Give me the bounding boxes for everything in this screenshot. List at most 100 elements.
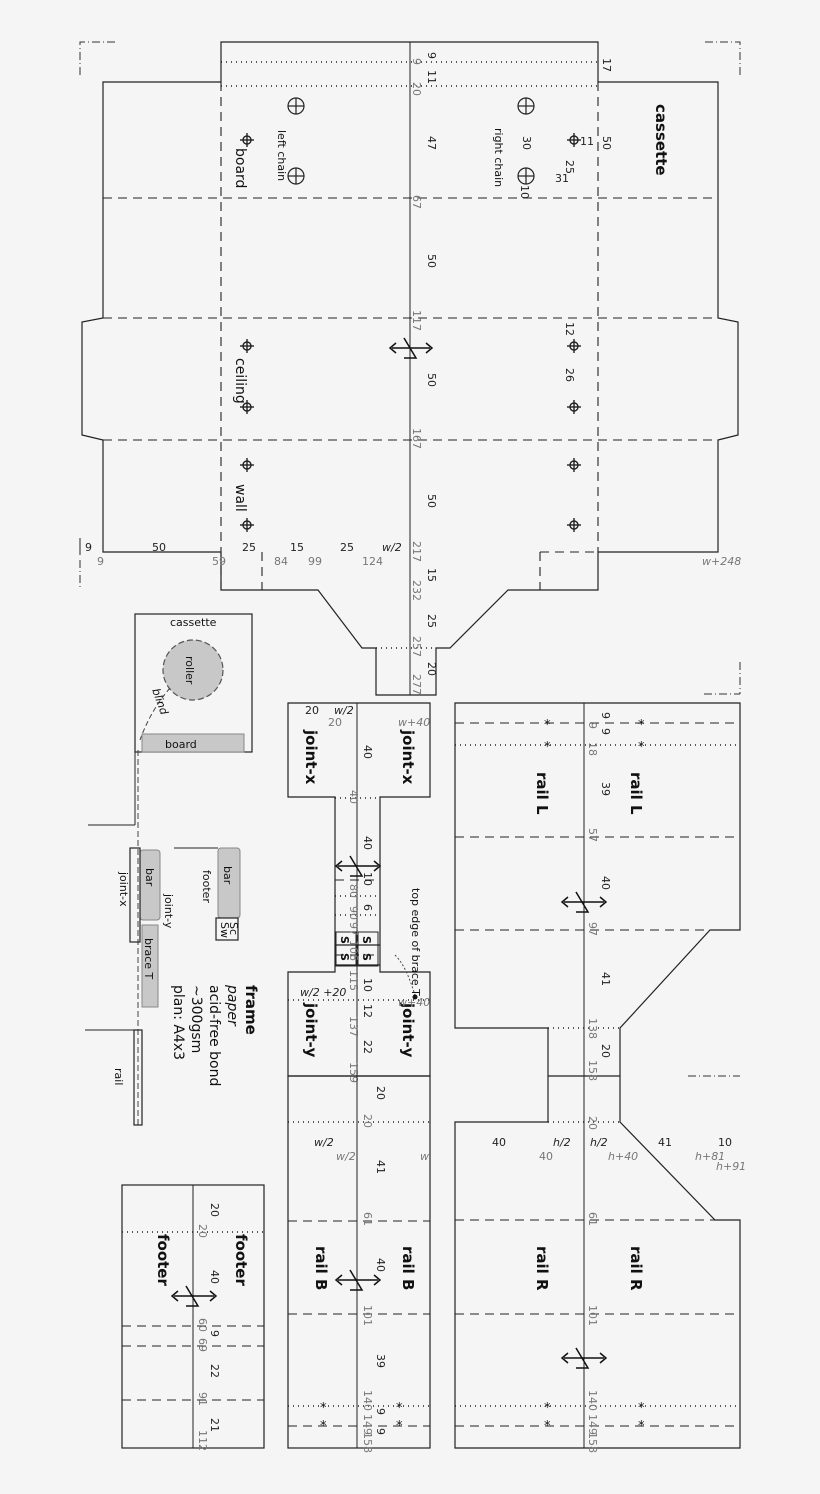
mark: 12: [361, 1004, 374, 1018]
mark: 61: [586, 1212, 599, 1226]
joint-y-label: joint-y: [302, 1002, 320, 1058]
svg-text:*: *: [320, 1419, 327, 1434]
joint-x-label: joint-x: [302, 729, 320, 785]
mark: h/2: [553, 1136, 571, 1149]
cassette-outline: [81, 41, 739, 696]
joint-x-channel: [129, 847, 141, 943]
mark: w/2 +20: [300, 986, 346, 999]
rail-b-label: rail B: [312, 1246, 330, 1290]
pin-marks: ** ** ** **: [544, 718, 645, 1434]
mark: 25: [563, 160, 576, 174]
mark: 30: [520, 136, 533, 150]
rail-l-label: rail L: [533, 772, 551, 815]
mark: 50: [600, 136, 613, 150]
board-block: [141, 733, 245, 753]
svg-text:84: 84: [274, 555, 288, 568]
mark: w/2: [314, 1136, 334, 1149]
mark: 158: [361, 1432, 374, 1453]
svg-text:*: *: [638, 1401, 645, 1416]
mark: 39: [599, 782, 612, 796]
sw-label: Sw: [218, 922, 231, 938]
svg-text:20: 20: [410, 82, 423, 96]
svg-text:47: 47: [425, 136, 438, 150]
mark: 26: [563, 368, 576, 382]
mark: 22: [208, 1364, 221, 1378]
mark: 10: [361, 978, 374, 992]
info-line: acid-free bond: [206, 985, 222, 1086]
cross-section: cassette roller blind board bar joint-x …: [85, 613, 260, 1126]
svg-text:*: *: [638, 1419, 645, 1434]
mark: 22: [361, 1040, 374, 1054]
info-line: ~300gsm: [188, 985, 204, 1053]
cassette-title: cassette: [652, 104, 670, 176]
mark: 158: [586, 1060, 599, 1081]
right-chain-label: right chain: [492, 128, 505, 187]
mark: 40: [539, 1150, 553, 1163]
svg-text:117: 117: [410, 310, 423, 331]
mark: w: [420, 1150, 429, 1163]
mark: 9: [374, 1408, 387, 1415]
mark: 41: [658, 1136, 672, 1149]
svg-text:217: 217: [410, 541, 423, 562]
bar-label: bar: [143, 868, 156, 887]
joint-piece: S S S S joint-x joint-x joint-y joint-y …: [287, 702, 431, 1083]
mark: 20: [374, 1086, 387, 1100]
mark: 80: [347, 884, 360, 898]
mark: 21: [208, 1418, 221, 1432]
svg-text:50: 50: [425, 373, 438, 387]
mark: 20: [586, 1116, 599, 1130]
brace-note: top edge of brace T: [409, 888, 422, 996]
mark: 40: [208, 1270, 221, 1284]
mark: 140: [586, 1390, 599, 1411]
mark: 10: [518, 185, 531, 199]
svg-text:50: 50: [425, 254, 438, 268]
footer-channel: [215, 917, 239, 941]
mark: h+40: [608, 1150, 638, 1163]
svg-text:*: *: [544, 1401, 551, 1416]
wall-label: wall: [232, 484, 248, 512]
mark: 10: [718, 1136, 732, 1149]
section-joint-x-label: joint-x: [117, 871, 130, 907]
mark: 61: [361, 1212, 374, 1226]
svg-text:S: S: [338, 936, 351, 944]
svg-text:S: S: [360, 953, 373, 961]
svg-text:67: 67: [410, 195, 423, 209]
svg-text:w/2: w/2: [382, 541, 402, 554]
joint-x-label: joint-x: [399, 729, 417, 785]
svg-text:15: 15: [290, 541, 304, 554]
svg-text:11: 11: [425, 70, 438, 84]
roller-icon: [162, 639, 224, 701]
mark: 40: [492, 1136, 506, 1149]
mark: 90: [347, 906, 360, 920]
mark: 40: [599, 876, 612, 890]
roller-label: roller: [183, 656, 196, 685]
rail-b-outline: [287, 1075, 431, 1449]
svg-text:*: *: [396, 1401, 403, 1416]
mark: 20: [196, 1224, 209, 1238]
mark: 115: [347, 970, 360, 991]
ceiling-label: ceiling: [232, 358, 248, 404]
brace-label: brace T: [142, 938, 155, 980]
brace-block: [141, 924, 159, 1008]
section-footer-label: footer: [200, 870, 213, 903]
mark: 9: [208, 1330, 221, 1337]
mark: w+40: [398, 996, 430, 1009]
brace-note-dot: [412, 994, 418, 1000]
cassette-black-marks: 9 11 47 50 50 50 15 25 20: [425, 52, 438, 676]
svg-text:25: 25: [425, 614, 438, 628]
mark: 40: [361, 836, 374, 850]
svg-text:S: S: [338, 953, 351, 961]
rail-r-label: rail R: [533, 1246, 551, 1291]
svg-text:25: 25: [242, 541, 256, 554]
mark: 101: [586, 1305, 599, 1326]
mark: 158: [586, 1432, 599, 1453]
mark: h/2: [590, 1136, 608, 1149]
grain-arrow-icon: [170, 1285, 218, 1307]
svg-text:9: 9: [97, 555, 104, 568]
mark: w/2: [336, 1150, 356, 1163]
chain-holes: [287, 97, 535, 185]
s-blocks: S S S S: [335, 931, 379, 967]
mark: 149: [586, 1414, 599, 1435]
mark: 12: [563, 322, 576, 336]
